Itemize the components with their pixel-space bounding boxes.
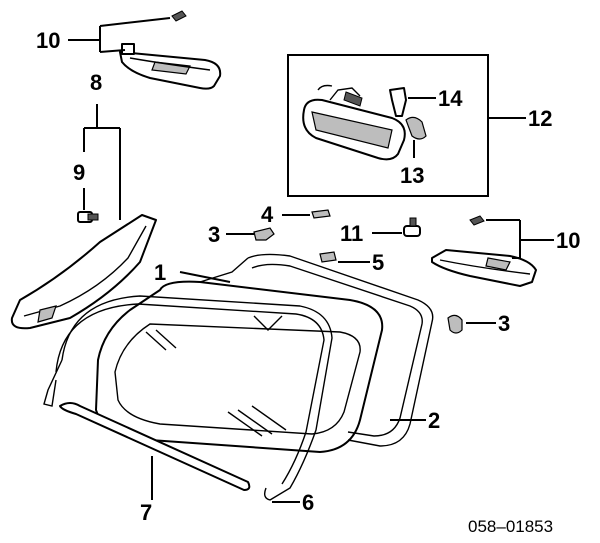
callout-10-left: 10 [36, 28, 60, 53]
mirror-cover-13 [405, 116, 427, 140]
callout-1: 1 [154, 260, 166, 285]
clip-4 [311, 209, 331, 219]
visor-holder-3-left [253, 227, 275, 241]
callout-7: 7 [140, 500, 152, 525]
windshield-glass [95, 280, 384, 453]
callout-3-left: 3 [208, 222, 220, 247]
mirror-detail-frame [287, 54, 489, 197]
lower-molding [59, 402, 251, 491]
windshield-seal [43, 295, 333, 501]
mirror-mount-14 [389, 87, 407, 117]
callout-13: 13 [400, 163, 424, 188]
callout-2: 2 [428, 408, 440, 433]
sensor-11 [403, 217, 421, 237]
windshield-molding [199, 253, 434, 447]
callout-6: 6 [302, 490, 314, 515]
pillar-garnish [10, 214, 157, 330]
clip-9 [77, 211, 99, 223]
rear-view-mirror [302, 84, 406, 161]
visor-holder-3-right [447, 314, 463, 334]
callout-11: 11 [340, 221, 363, 246]
callout-3-right: 3 [498, 311, 510, 336]
sun-visor-right [431, 215, 537, 287]
callout-10-right: 10 [556, 228, 580, 253]
sun-visor-left [119, 10, 222, 90]
callout-4: 4 [261, 202, 274, 227]
callout-8: 8 [90, 70, 102, 95]
callout-14: 14 [438, 86, 463, 111]
callout-12: 12 [528, 106, 552, 131]
callout-9: 9 [73, 160, 85, 185]
callout-5: 5 [372, 250, 384, 275]
clip-5 [319, 251, 337, 263]
reference-code: 058–01853 [468, 517, 553, 536]
